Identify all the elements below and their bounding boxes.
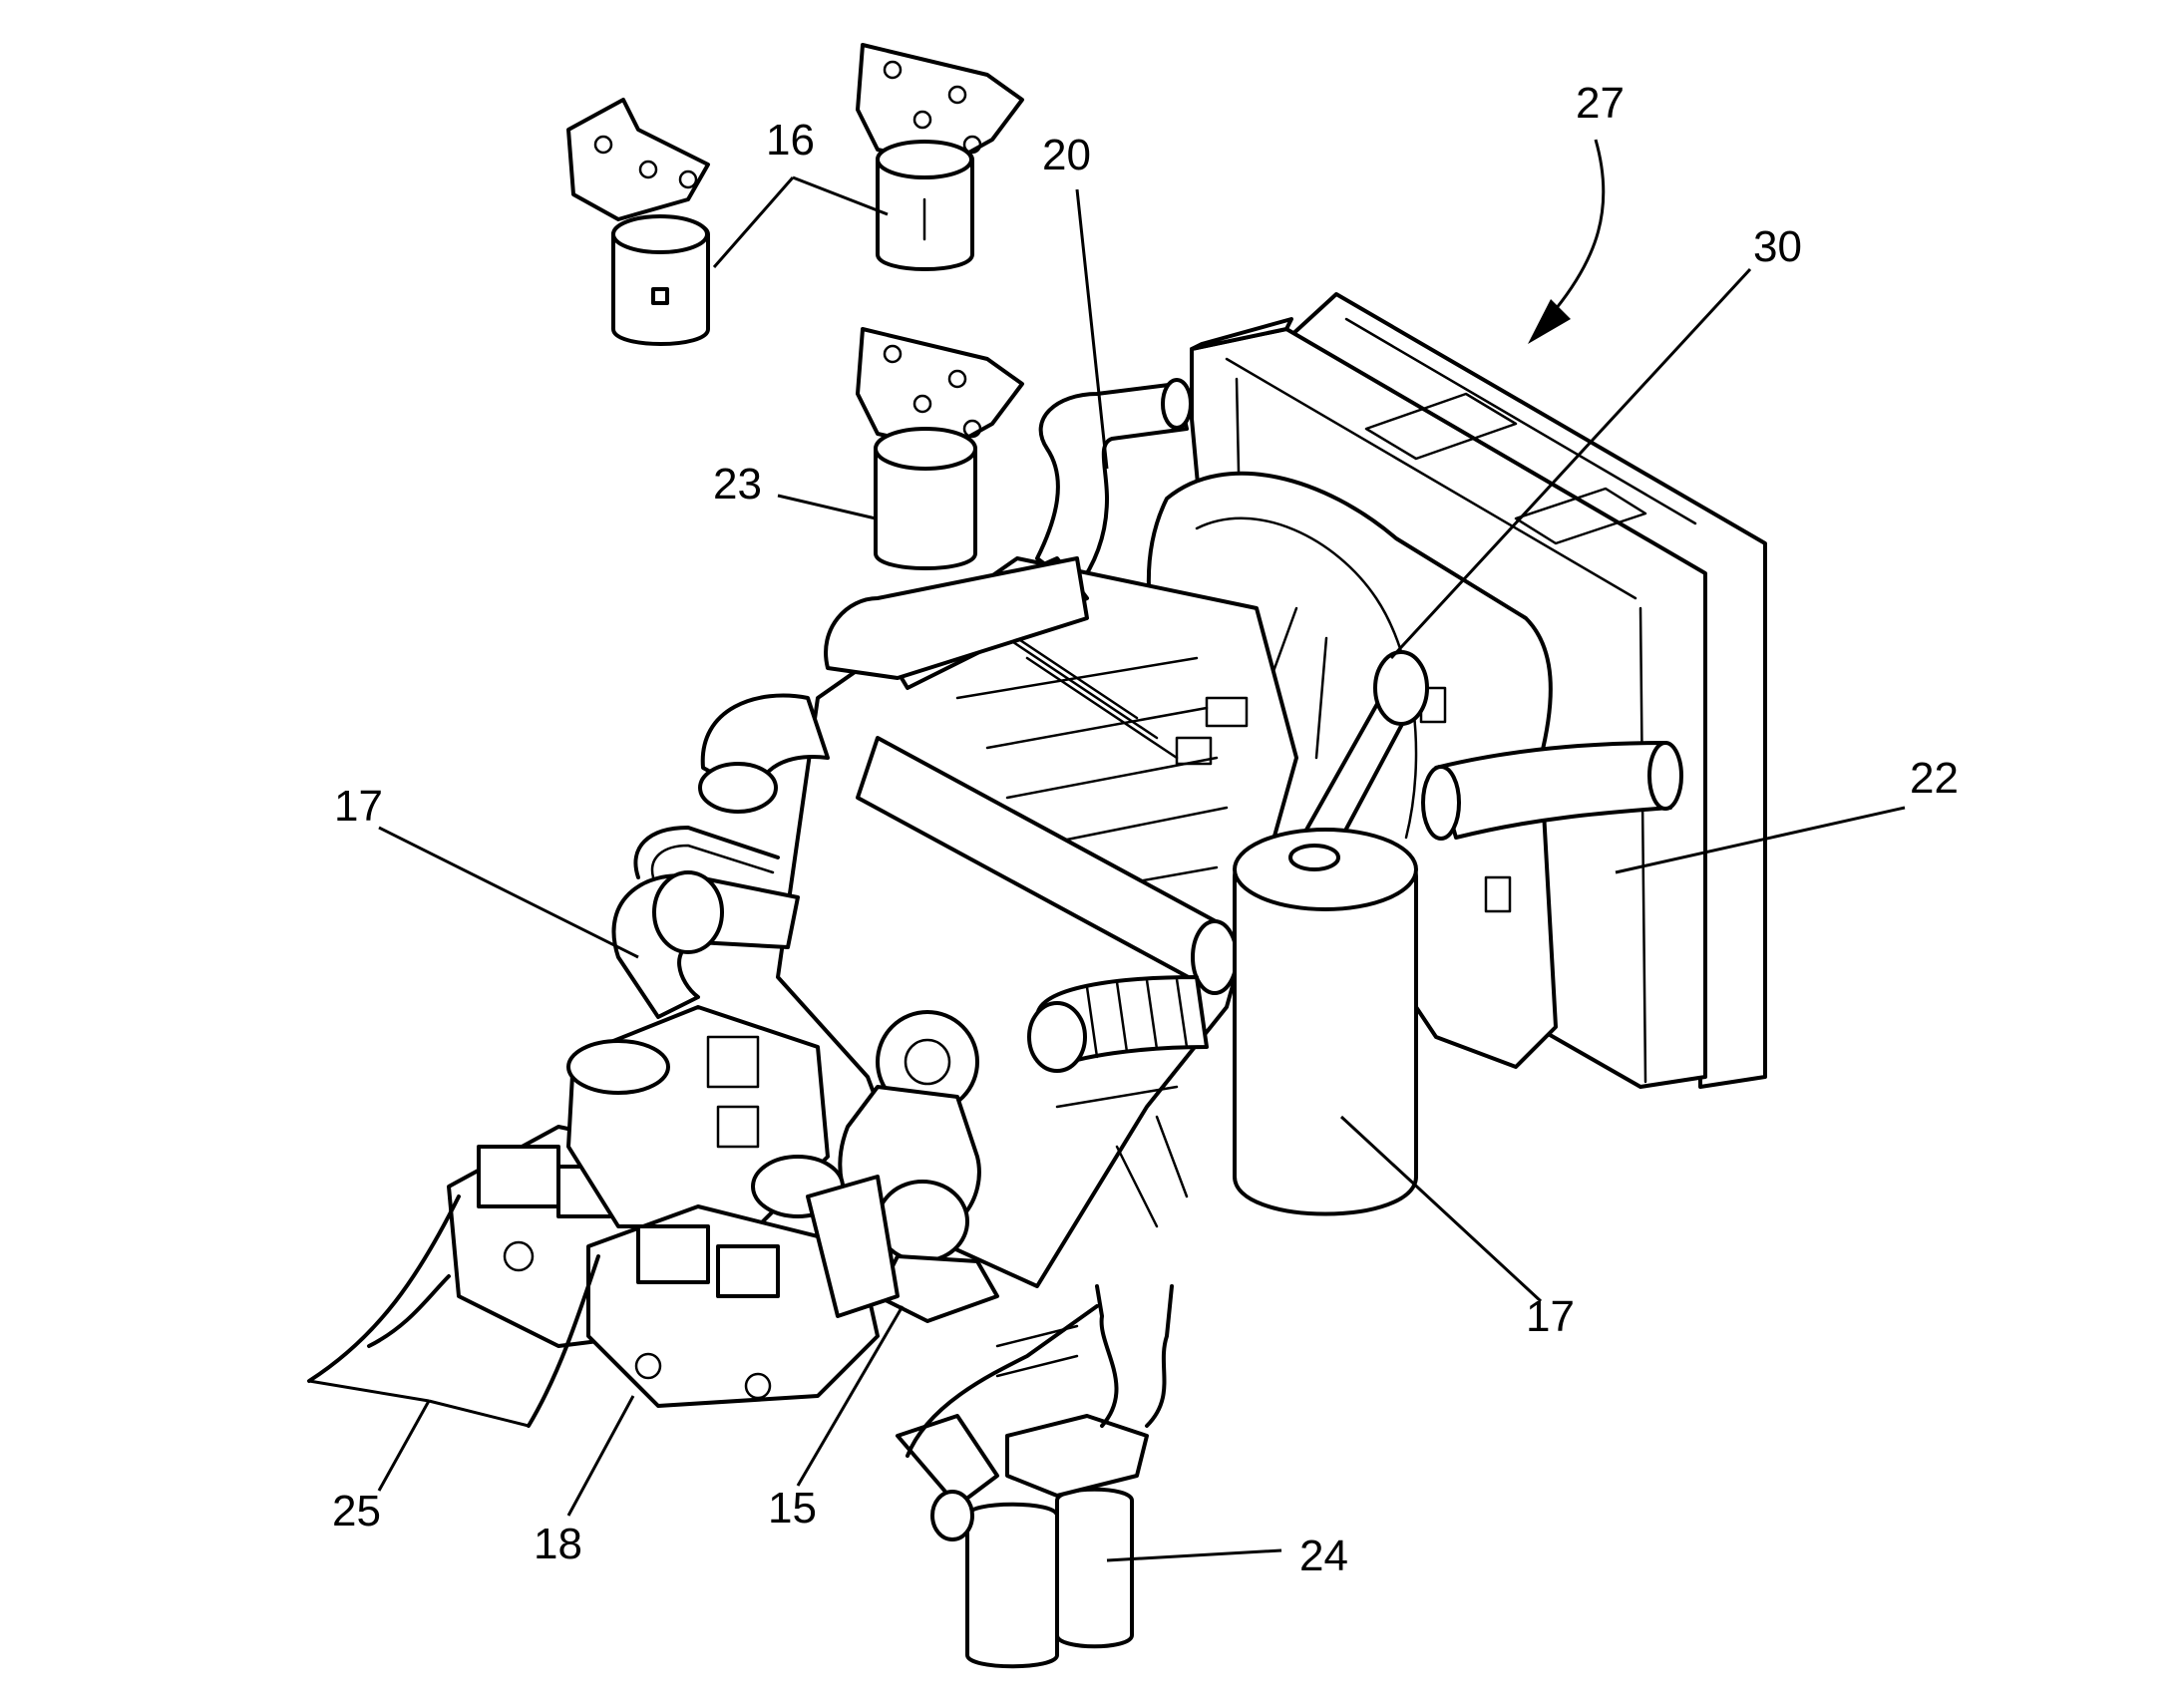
fuel-filter-right: [856, 43, 1024, 271]
corrugated-hose: [1027, 975, 1209, 1073]
label-23: 23: [713, 460, 762, 509]
label-24: 24: [1299, 1532, 1348, 1580]
oil-filter-23: [856, 327, 1024, 570]
leader-lines: [308, 139, 1906, 1562]
label-25: 25: [332, 1487, 381, 1536]
hydraulic-pump-front: [586, 1155, 900, 1408]
intake-pipe: [698, 556, 1239, 995]
twin-filter-24: [896, 1284, 1174, 1669]
reference-numerals: 16 20 27 30 23 17 22 17 25 18 15 24: [332, 79, 1959, 1580]
muffler: [1233, 828, 1418, 1216]
label-27: 27: [1576, 79, 1625, 128]
label-17-right: 17: [1526, 1292, 1575, 1341]
label-16: 16: [766, 116, 815, 165]
label-30: 30: [1753, 222, 1802, 271]
upper-hose: [1035, 378, 1193, 590]
label-20: 20: [1042, 131, 1091, 179]
arrow-27-head: [1528, 299, 1571, 344]
lower-hose: [1421, 741, 1683, 841]
fuel-filter-left: [566, 98, 710, 346]
air-intake-loop: [611, 826, 800, 1019]
label-17-left: 17: [334, 782, 383, 831]
label-18: 18: [534, 1520, 582, 1568]
label-22: 22: [1910, 754, 1959, 803]
hydraulic-lines-25: [307, 1195, 600, 1428]
label-15: 15: [768, 1484, 817, 1533]
